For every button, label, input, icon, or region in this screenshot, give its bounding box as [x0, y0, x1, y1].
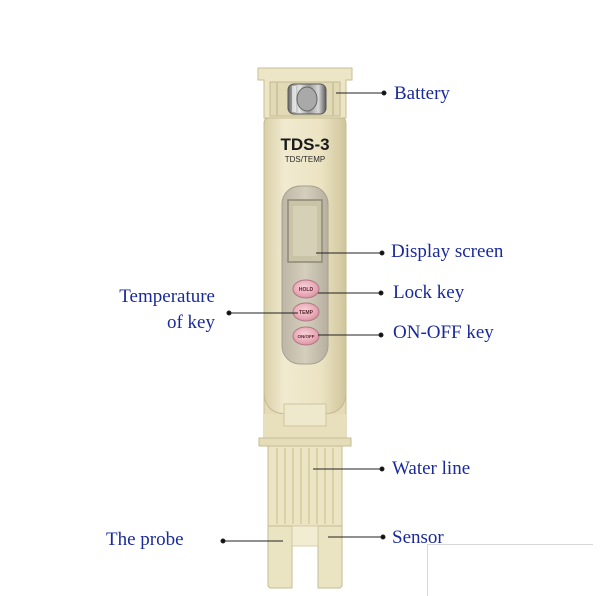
the-probe-label: The probe — [106, 529, 184, 550]
lock-key-label: Lock key — [393, 282, 465, 303]
corner-divider — [427, 544, 593, 545]
temperature-key-label-line1: Temperature — [119, 286, 215, 307]
display-screen-label: Display screen — [391, 241, 504, 262]
sensor-tips — [267, 525, 343, 589]
model-name: TDS-3 — [280, 135, 329, 154]
temp-button-label: TEMP — [299, 310, 314, 316]
temp-button[interactable]: TEMP — [292, 302, 320, 322]
probe-section — [267, 445, 343, 527]
on-off-key-label: ON-OFF key — [393, 322, 494, 343]
sensor-label: Sensor — [392, 527, 444, 548]
leader-lines — [220, 90, 387, 544]
battery-label: Battery — [394, 83, 450, 104]
hold-button[interactable]: HOLD — [292, 279, 320, 299]
model-subtitle: TDS/TEMP — [285, 155, 325, 164]
hold-button-label: HOLD — [299, 287, 314, 293]
onoff-button[interactable]: ON/OFF — [292, 326, 320, 346]
display-panel — [281, 185, 329, 365]
temperature-key-label-line2: of key — [166, 312, 215, 333]
onoff-button-label: ON/OFF — [298, 334, 315, 339]
water-line-label: Water line — [392, 458, 471, 479]
corner-divider-vertical — [427, 544, 428, 596]
battery-icon — [287, 83, 327, 115]
